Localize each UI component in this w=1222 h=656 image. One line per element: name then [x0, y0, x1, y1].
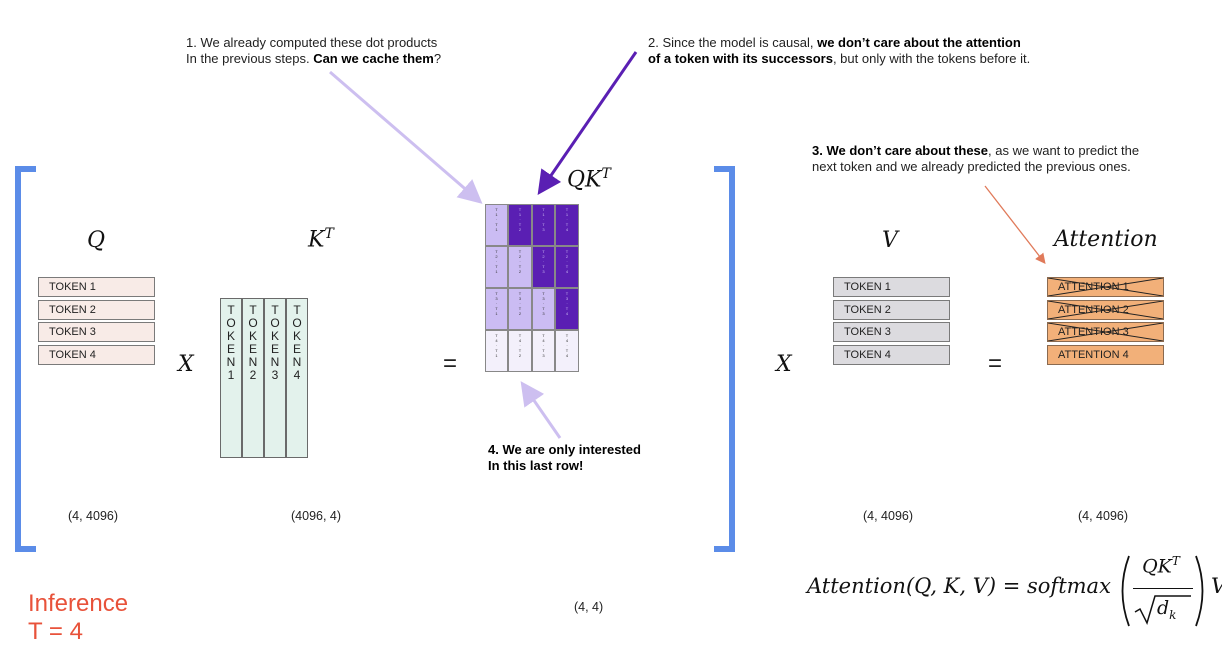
formula-denominator: dk	[1157, 597, 1177, 622]
qkt-cell: T 2 · T 4	[555, 246, 579, 288]
equals-operator-2: =	[988, 350, 1003, 377]
v-dimensions: (4, 4096)	[863, 509, 914, 523]
qkt-cell: T 3 · T 3	[532, 288, 555, 330]
equals-operator-1: =	[443, 350, 458, 377]
attention-row-crossed: ATTENTION 2	[1047, 299, 1164, 320]
qkt-cell: T 1 · T 2	[508, 204, 532, 246]
arrow-2	[537, 51, 638, 195]
v-row: TOKEN 2	[833, 299, 950, 320]
qkt-cell: T 1 · T 3	[532, 204, 555, 246]
note-3: 3. We don’t care about these, as we want…	[812, 143, 1140, 174]
kt-label: KT	[308, 226, 334, 253]
arrow-1	[329, 70, 483, 204]
qkt-cell: T 4 · T 1	[485, 330, 508, 372]
q-row: TOKEN 1	[38, 277, 155, 297]
qkt-cell: T 1 · T 1	[485, 204, 508, 246]
q-row: TOKEN 3	[38, 322, 155, 342]
fraction-bar	[1133, 588, 1193, 589]
sqrt-icon	[1134, 595, 1191, 626]
qkt-label: QKT	[567, 166, 611, 193]
formula-tail: V	[1211, 574, 1222, 598]
formula-numerator: QKT	[1142, 554, 1180, 578]
q-matrix: TOKEN 1 TOKEN 2 TOKEN 3 TOKEN 4	[38, 277, 155, 367]
q-dimensions: (4, 4096)	[68, 509, 119, 523]
times-operator-1: X	[178, 352, 194, 377]
q-row: TOKEN 2	[38, 299, 155, 320]
qkt-cell: T 4 · T 2	[508, 330, 532, 372]
inference-caption: Inference T = 4	[28, 590, 129, 645]
formula-lhs: Attention(Q, K, V) = softmax	[807, 574, 1111, 598]
note-1: 1. We already computed these dot product…	[186, 35, 442, 66]
attention-formula: Attention(Q, K, V) = softmax QKT dk V	[807, 552, 1222, 632]
kt-column: T O K E N 4	[286, 298, 308, 458]
cross-out-icon	[1048, 300, 1163, 319]
note-4: 4. We are only interested In this last r…	[488, 442, 641, 473]
qkt-cell: T 4 · T 3	[532, 330, 555, 372]
qkt-dimensions: (4, 4)	[574, 600, 604, 614]
right-bracket	[714, 166, 735, 552]
kt-column: T O K E N 1	[220, 298, 242, 458]
v-row: TOKEN 3	[833, 322, 950, 342]
q-label: Q	[87, 228, 106, 253]
kt-column: T O K E N 3	[264, 298, 286, 458]
kt-column: T O K E N 2	[242, 298, 264, 458]
kt-dimensions: (4096, 4)	[291, 509, 342, 523]
attention-row: ATTENTION 4	[1047, 344, 1164, 365]
v-row: TOKEN 1	[833, 277, 950, 297]
qkt-cell: T 4 · T 4	[555, 330, 579, 372]
v-matrix: TOKEN 1 TOKEN 2 TOKEN 3 TOKEN 4	[833, 277, 950, 367]
left-paren-icon	[1121, 555, 1130, 627]
cross-out-icon	[1048, 278, 1163, 296]
attention-label: Attention	[1054, 227, 1158, 252]
qkt-cell: T 3 · T 2	[508, 288, 532, 330]
right-paren-icon	[1195, 555, 1204, 627]
attention-row-crossed: ATTENTION 1	[1047, 277, 1164, 297]
qkt-cell: T 2 · T 1	[485, 246, 508, 288]
qkt-cell: T 1 · T 4	[555, 204, 579, 246]
left-bracket	[15, 166, 36, 552]
qkt-cell: T 2 · T 3	[532, 246, 555, 288]
attention-row-crossed: ATTENTION 3	[1047, 322, 1164, 342]
q-row: TOKEN 4	[38, 344, 155, 365]
note-2: 2. Since the model is causal, we don’t c…	[648, 35, 1031, 66]
qkt-cell: T 3 · T 4	[555, 288, 579, 330]
arrow-3	[984, 185, 1046, 265]
v-row: TOKEN 4	[833, 344, 950, 365]
times-operator-2: X	[776, 352, 792, 377]
qkt-cell: T 3 · T 1	[485, 288, 508, 330]
attention-dimensions: (4, 4096)	[1078, 509, 1129, 523]
qkt-cell: T 2 · T 2	[508, 246, 532, 288]
cross-out-icon	[1048, 323, 1163, 341]
qkt-matrix: T 1 · T 1 T 1 · T 2 T 1 · T 3 T 1 · T 4 …	[485, 204, 579, 372]
attention-matrix: ATTENTION 1 ATTENTION 2 ATTENTION 3 ATTE…	[1047, 277, 1164, 367]
v-label: V	[882, 228, 898, 253]
arrow-4	[520, 381, 562, 439]
